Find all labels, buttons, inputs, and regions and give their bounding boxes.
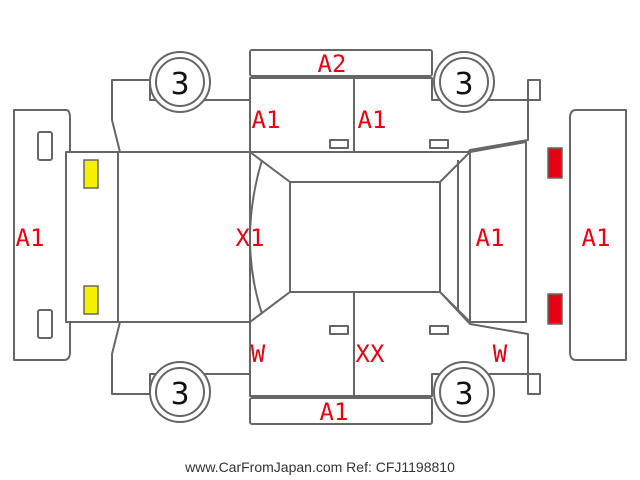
roof-panel-top: [249, 49, 433, 77]
sill-panel-bottom: [249, 397, 433, 425]
front-bumper: [13, 109, 71, 361]
taillight-left: [547, 147, 563, 179]
code-tailgate: A1: [476, 224, 505, 252]
code-right-doors: XX: [356, 340, 385, 368]
taillight-right: [547, 293, 563, 325]
rear-hatch: [469, 141, 527, 323]
wheel-grade-rear-right: 3: [454, 377, 473, 412]
wheel-grade-rear-left: 3: [454, 67, 473, 102]
code-front-left-door: A1: [252, 106, 281, 134]
code-bottom-sill: A1: [320, 398, 349, 426]
wheel-rear-left: [433, 51, 495, 113]
headlight-right: [83, 285, 99, 315]
headlight-left: [83, 159, 99, 189]
code-rear-bumper: A1: [582, 224, 611, 252]
code-roof-top: A2: [318, 50, 347, 78]
rear-bumper: [569, 109, 627, 361]
code-rear-right-fender: W: [493, 340, 508, 368]
code-front-right-fender: W: [251, 340, 266, 368]
wheel-grade-front-right: 3: [170, 377, 189, 412]
footer-watermark: www.CarFromJapan.com Ref: CFJ1198810: [184, 459, 455, 475]
code-front-bumper: A1: [16, 224, 45, 252]
code-hood: X1: [236, 224, 265, 252]
wheel-front-right: [149, 361, 211, 423]
wheel-rear-right: [433, 361, 495, 423]
wheel-front-left: [149, 51, 211, 113]
right-side-body: [111, 291, 541, 397]
code-rear-left-door: A1: [358, 106, 387, 134]
wheel-grade-front-left: 3: [170, 67, 189, 102]
